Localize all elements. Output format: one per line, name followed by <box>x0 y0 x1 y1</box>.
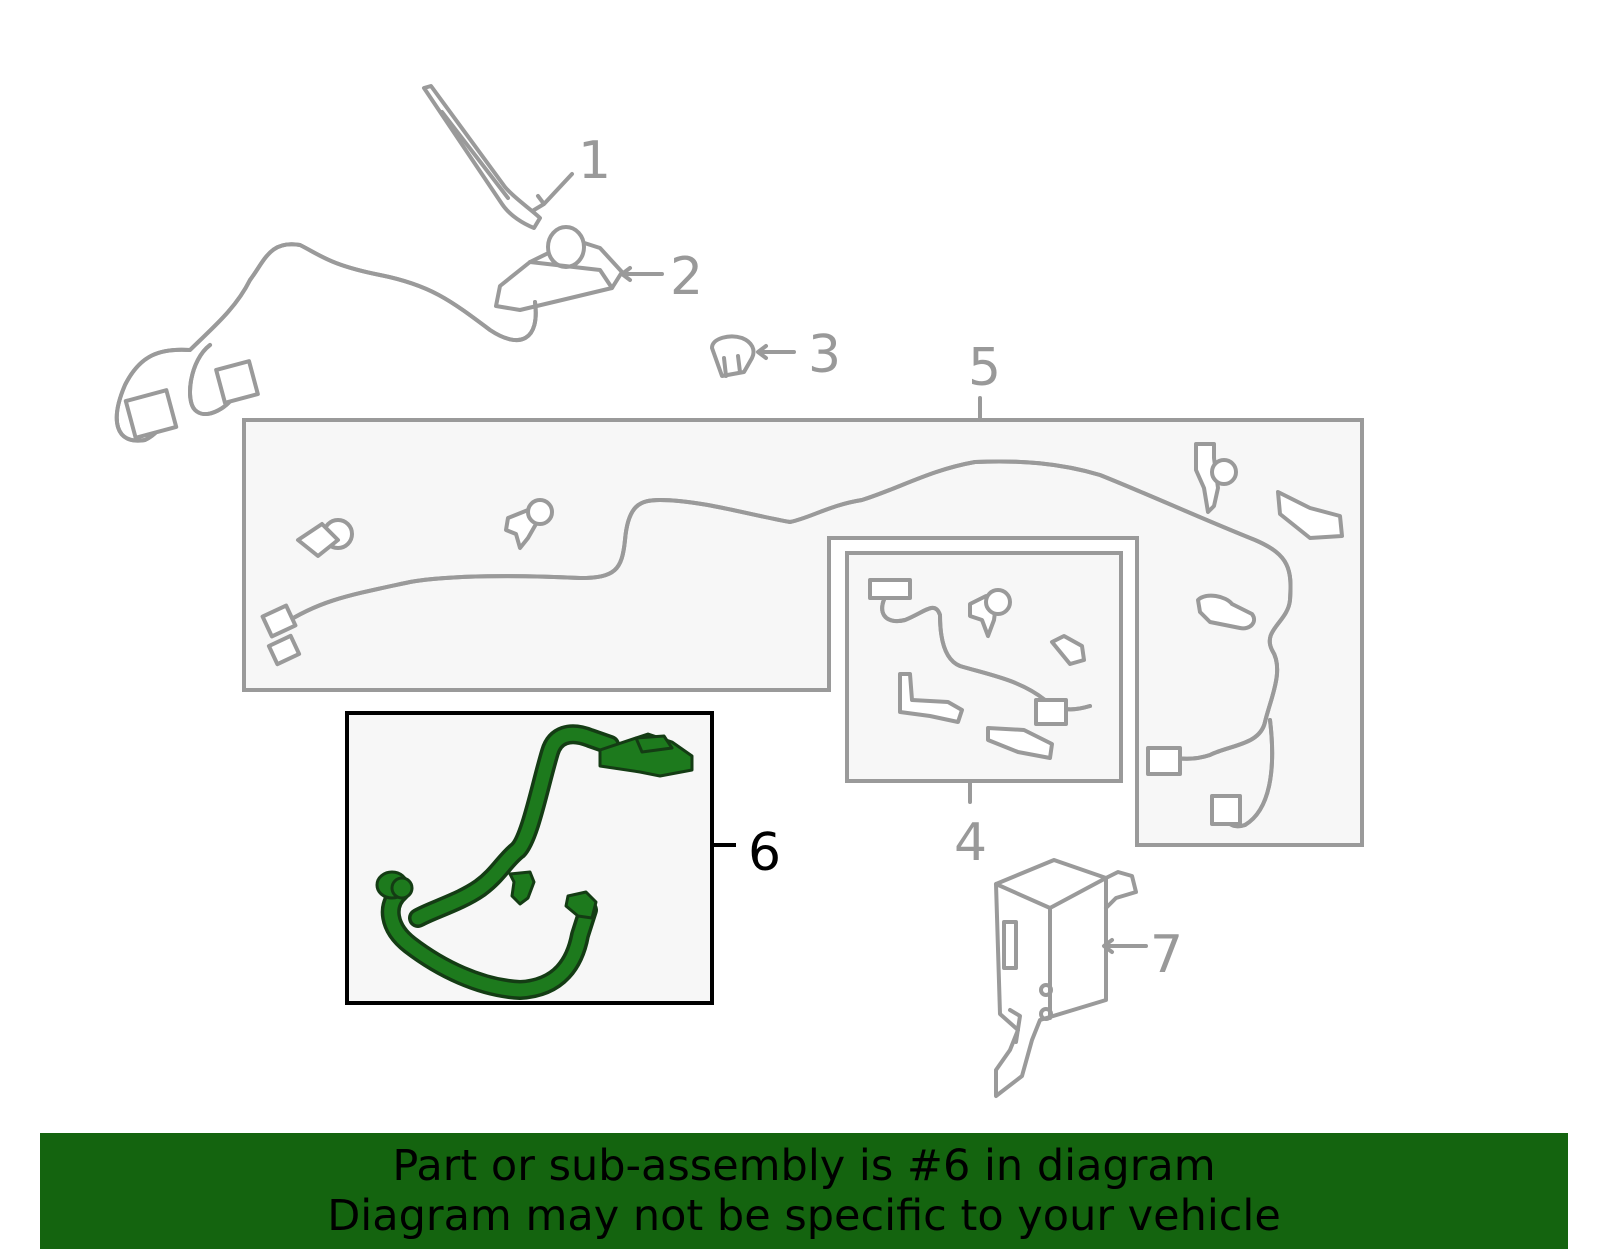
antenna-feeder-cable-part-6[interactable] <box>375 724 694 1000</box>
info-banner: Part or sub-assembly is #6 in diagram Di… <box>40 1133 1568 1249</box>
callout-5[interactable]: 5 <box>968 338 1001 398</box>
antenna-mast-part-1[interactable] <box>422 84 542 230</box>
roof-harness-part-5[interactable] <box>260 442 1344 829</box>
banner-line-disclaimer: Diagram may not be specific to your vehi… <box>327 1191 1281 1241</box>
callout-2[interactable]: 2 <box>670 247 703 307</box>
parts-diagram: 1 2 3 4 5 6 7 <box>114 84 1364 1098</box>
antenna-base-part-2[interactable] <box>494 225 624 312</box>
control-unit-part-7[interactable] <box>994 858 1138 1098</box>
callout-4[interactable]: 4 <box>954 813 987 873</box>
harness-part-4[interactable] <box>868 578 1092 760</box>
callout-1[interactable]: 1 <box>578 131 611 191</box>
clip-part-3[interactable] <box>710 334 756 378</box>
callout-3[interactable]: 3 <box>808 325 841 385</box>
leader-lines <box>532 172 1148 954</box>
banner-line-part-info: Part or sub-assembly is #6 in diagram <box>392 1141 1216 1191</box>
callout-6-selected[interactable]: 6 <box>748 823 781 883</box>
antenna-cable <box>114 242 538 443</box>
callout-7[interactable]: 7 <box>1150 925 1183 985</box>
